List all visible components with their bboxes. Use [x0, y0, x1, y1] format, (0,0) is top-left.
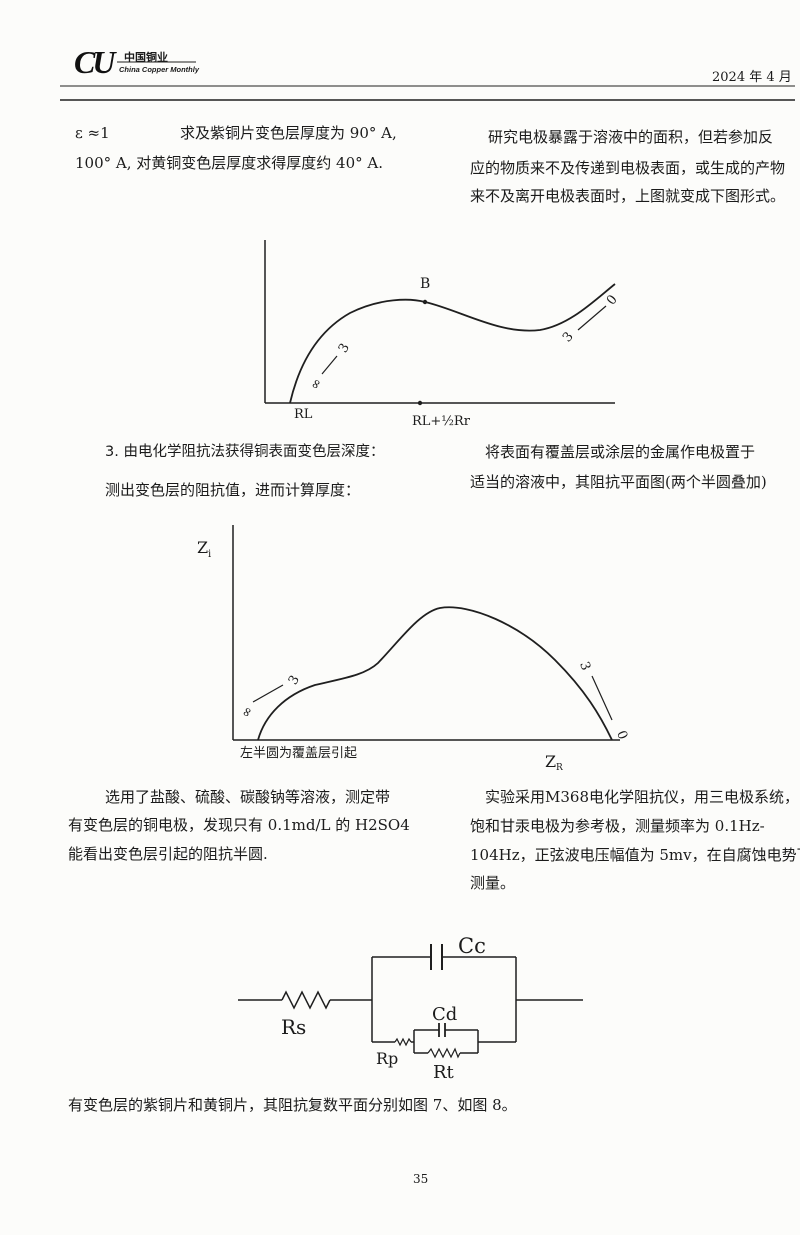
label-rs: Rs	[281, 1015, 306, 1039]
resistor-rs-symbol	[281, 990, 331, 1010]
magazine-logo: CU	[74, 44, 115, 80]
page-number: 35	[413, 1172, 429, 1186]
equivalent-circuit-diagram: Cc Rs Cd Rp Rt	[238, 934, 583, 1083]
label-rp: Rp	[376, 1049, 398, 1068]
circuit-parallel-rails	[411, 1030, 479, 1053]
text-line: 测量。	[470, 874, 516, 892]
label-cc: Cc	[458, 934, 486, 958]
text-line: 选用了盐酸、硫酸、碳酸钠等溶液，测定带	[105, 788, 391, 806]
resistor-rp-symbol	[394, 1037, 412, 1047]
text-line: 研究电极暴露于溶液中的面积，但若参加反	[488, 128, 774, 146]
fig2-caption: 左半圆为覆盖层引起	[240, 746, 357, 761]
capacitor-cd-symbol	[438, 1023, 446, 1037]
text-line: 求及紫铜片变色层厚度为 90° A,	[180, 124, 397, 142]
fig1-midpoint-label: RL+½Rr	[412, 414, 471, 429]
figure-2-impedance-plane: Z i Z R 左半圆为覆盖层引起 ∞ 3 3 0	[197, 525, 630, 773]
text-line: 有变色层的紫铜片和黄铜片，其阻抗复数平面分别如图 7、如图 8。	[68, 1096, 517, 1114]
fig1-left-arrow-line	[321, 355, 338, 375]
text-line: 测出变色层的阻抗值，进而计算厚度：	[105, 481, 361, 499]
text-line: 有变色层的铜电极，发现只有 0.1md/L 的 H2SO4	[68, 816, 410, 834]
text-line: 104Hz，正弦波电压幅值为 5mv，在自腐蚀电势下	[470, 846, 800, 864]
fig1-right-arrow-line	[577, 305, 607, 331]
issue-date: 2024 年 4 月	[712, 70, 792, 85]
fig1-left-mark-high: 3	[336, 341, 353, 356]
brand-name-chinese: 中国铜业	[124, 51, 168, 64]
fig2-left-mark-high: 3	[286, 673, 303, 688]
fig2-y-axis-subscript: i	[208, 549, 211, 560]
fig1-right-mark-zero: 0	[604, 292, 621, 308]
fig2-x-axis-subscript: R	[556, 763, 563, 773]
text-line: 来不及离开电极表面时，上图就变成下图形式。	[470, 187, 786, 205]
label-rt: Rt	[433, 1062, 455, 1083]
fig1-midpoint-dot	[417, 400, 423, 406]
text-line: 将表面有覆盖层或涂层的金属作电极置于	[485, 443, 756, 461]
resistor-rt-symbol	[427, 1047, 461, 1059]
fig1-curve	[289, 283, 616, 404]
fig2-x-axis-symbol: Z	[545, 752, 556, 771]
capacitor-cc-symbol	[430, 944, 443, 970]
fig2-right-mark-zero: 0	[613, 729, 630, 742]
text-line: 100° A, 对黄铜变色层厚度求得厚度约 40° A.	[75, 154, 383, 172]
fig1-peak-label: B	[420, 276, 430, 292]
fig2-left-mark-infinity: ∞	[238, 704, 256, 721]
text-line: 应的物质来不及传递到电极表面，或生成的产物	[470, 159, 786, 177]
text-line: 适当的溶液中，其阻抗平面图(两个半圆叠加)	[470, 473, 767, 491]
figure-1-impedance-plot: B RL RL+½Rr 3 ∞ 0 3	[264, 240, 621, 429]
text-line: 实验采用M368电化学阻抗仪，用三电极系统，	[485, 788, 799, 806]
fig2-right-mark-low: 3	[576, 660, 593, 673]
text-line: 饱和甘汞电极为参考极，测量频率为 0.1Hz-	[470, 817, 765, 835]
fig1-right-mark-low: 3	[560, 329, 577, 345]
fig1-peak-dot	[422, 299, 428, 305]
fig2-curve	[257, 606, 613, 741]
fig1-left-mark-infinity: ∞	[307, 376, 325, 393]
section-heading: 3. 由电化学阻抗法获得铜表面变色层深度：	[105, 444, 385, 460]
fig2-left-arrow-line	[252, 684, 284, 703]
label-cd: Cd	[432, 1004, 457, 1025]
text-line: 能看出变色层引起的阻抗半圆.	[68, 845, 268, 863]
fig1-origin-label: RL	[294, 407, 313, 422]
brand-name-english: China Copper Monthly	[119, 65, 199, 74]
text-line-epsilon: ε ≈1	[75, 124, 110, 142]
fig2-right-arrow-line	[591, 675, 613, 721]
fig2-y-axis-symbol: Z	[197, 538, 208, 557]
